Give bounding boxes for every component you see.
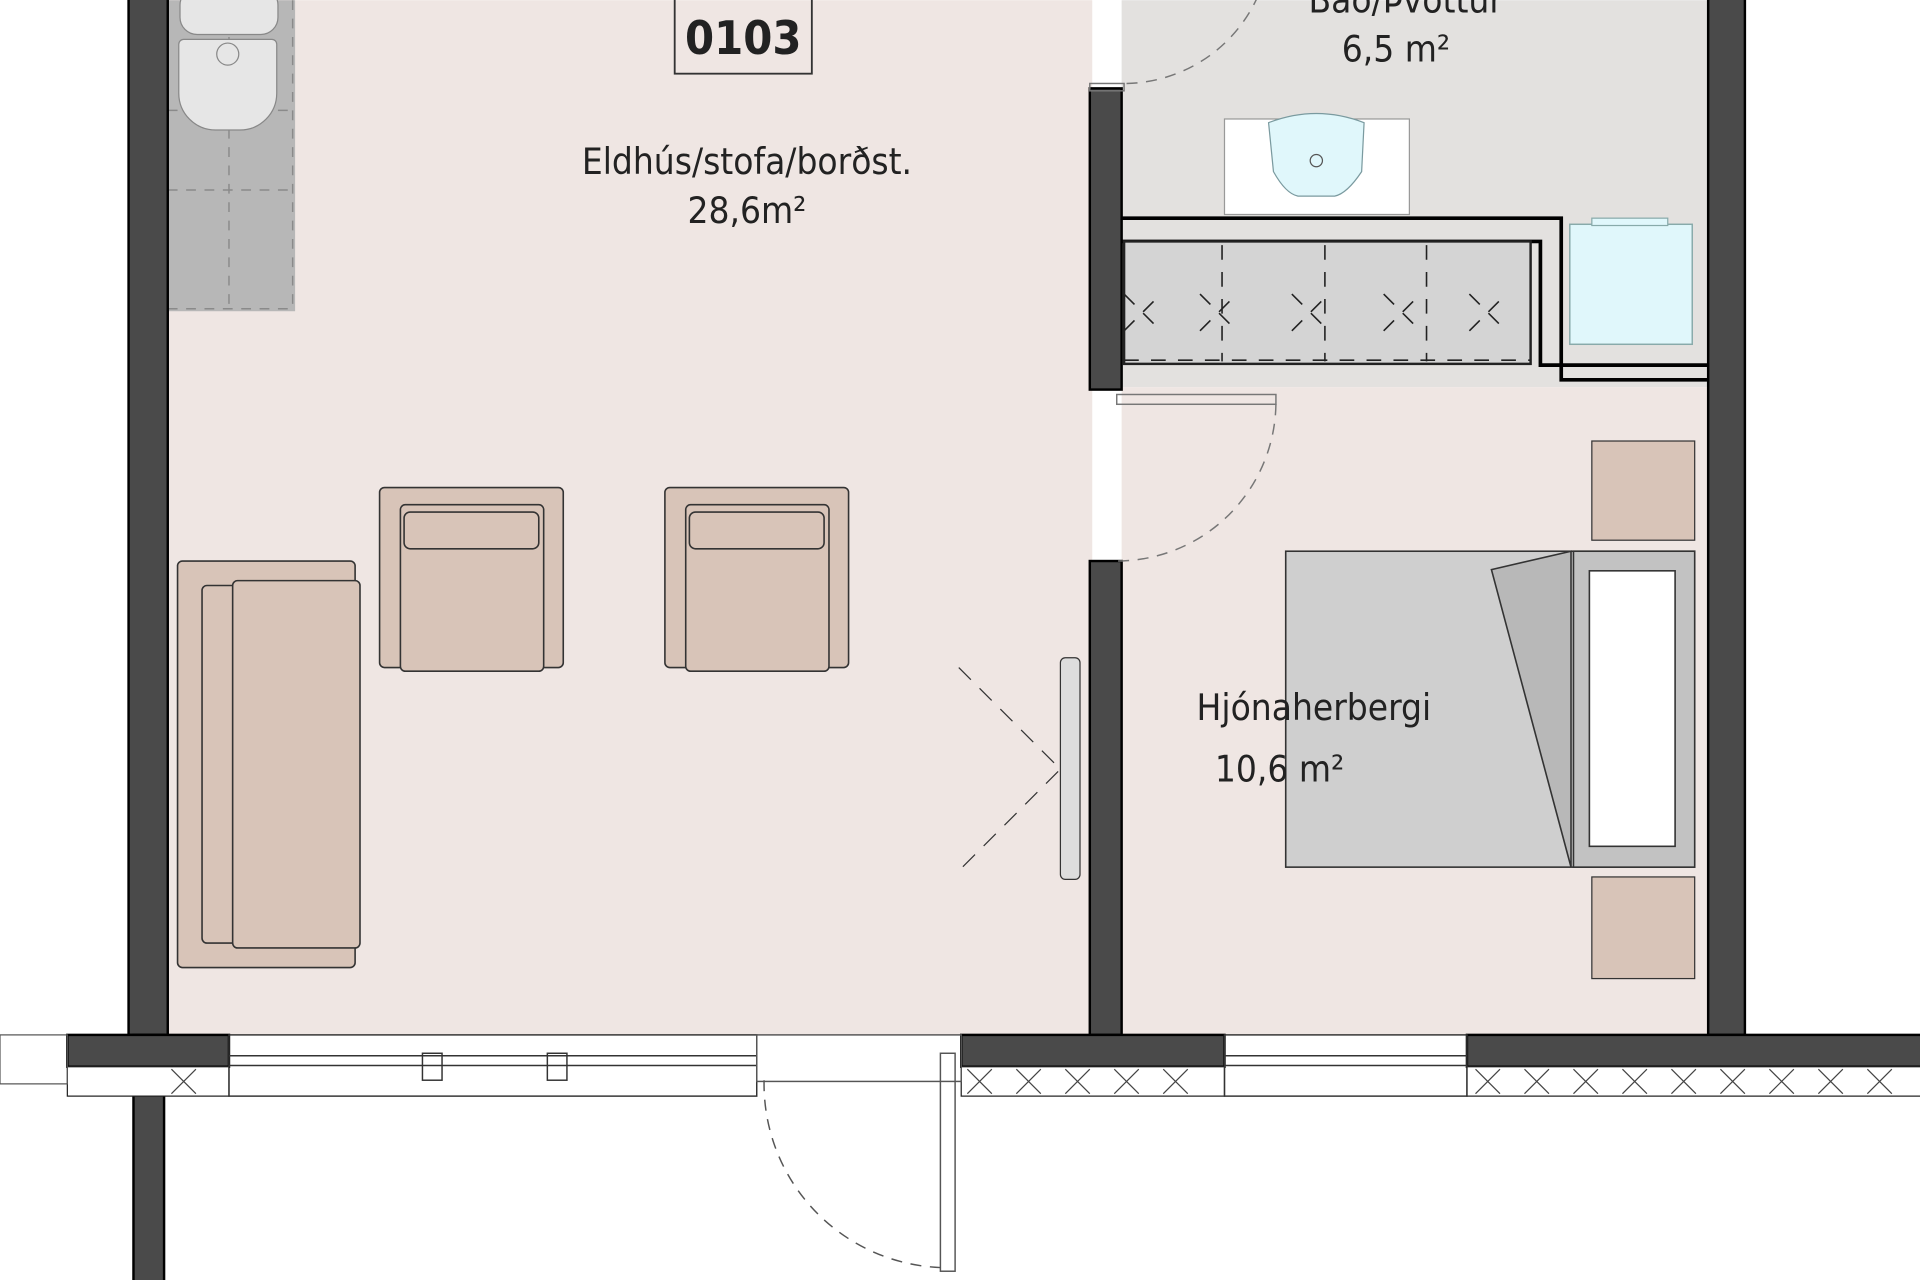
unit-number: 0103 <box>685 11 801 65</box>
room-area-living: 28,6m² <box>687 189 806 232</box>
sofa <box>176 560 361 969</box>
armchair <box>378 486 565 673</box>
kitchen-counter <box>167 0 296 312</box>
room-name-living: Eldhús/stofa/borðst. <box>582 140 912 183</box>
window-living <box>228 1034 758 1097</box>
bedroom-door <box>1116 393 1277 562</box>
patio-door <box>756 1034 962 1272</box>
room-area-bedroom: 10,6 m² <box>1215 747 1344 790</box>
exterior-insulation <box>0 1034 1920 1097</box>
kitchen-sink-icon <box>178 0 279 131</box>
bathroom-door <box>1089 0 1257 92</box>
armchair <box>664 486 850 673</box>
bathroom-sink-icon <box>1223 112 1410 216</box>
room-area-bath: 6,5 m² <box>1342 27 1450 70</box>
bed <box>1284 550 1696 868</box>
closet <box>1122 240 1532 366</box>
room-name-bedroom: Hjónaherbergi <box>1197 686 1432 729</box>
tv <box>958 657 1081 880</box>
nightstand <box>1591 876 1696 980</box>
room-name-bath: Bað/Þvottur <box>1309 0 1504 21</box>
window-bedroom <box>1223 1034 1468 1097</box>
nightstand <box>1591 440 1696 541</box>
unit-number-box: 0103 <box>673 0 813 75</box>
washing-machine <box>1569 217 1693 346</box>
